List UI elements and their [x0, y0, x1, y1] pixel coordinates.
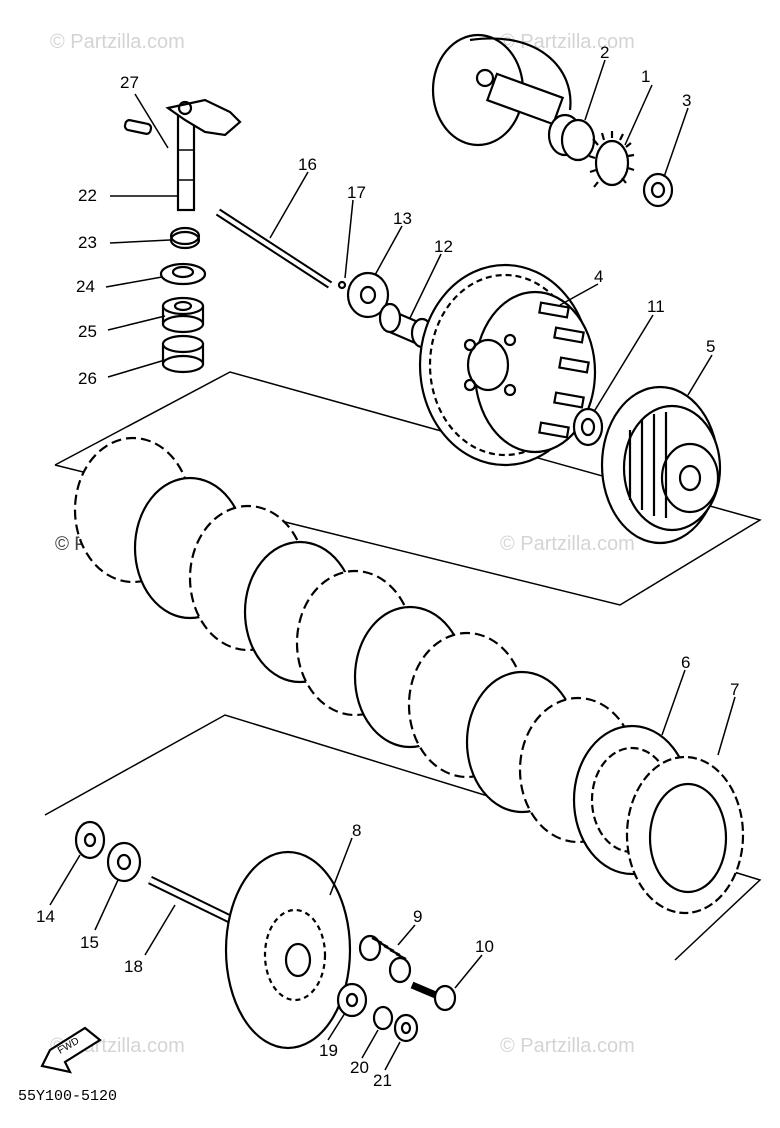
part-7-friction-plate [625, 755, 745, 915]
callout-6: 6 [681, 653, 690, 672]
callout-8: 8 [352, 821, 361, 840]
callout-19: 19 [319, 1041, 338, 1060]
callout-21: 21 [373, 1071, 392, 1090]
part-27-pin [123, 119, 153, 135]
part-code: 55Y100-5120 [18, 1088, 117, 1105]
part-24-oil-seal [159, 262, 207, 286]
part-26-needle-bearing [161, 334, 205, 374]
crankcase-shaft [431, 33, 572, 147]
part-20-washer [372, 1005, 394, 1031]
callout-10: 10 [475, 937, 494, 956]
callout-1: 1 [641, 67, 650, 86]
callout-11: 11 [647, 297, 665, 316]
part-14-washer [74, 820, 106, 860]
callout-25: 25 [78, 322, 97, 341]
watermark: © Partzilla.com [500, 1035, 635, 1057]
part-18-push-rod [148, 875, 234, 925]
callout-17: 17 [347, 183, 366, 202]
part-3-nut [642, 172, 674, 208]
callout-9: 9 [413, 907, 422, 926]
watermark: © Partzilla.com [500, 533, 635, 555]
leader-lines [49, 59, 736, 1071]
part-1-gear [588, 131, 635, 188]
callout-14: 14 [36, 907, 55, 926]
callout-4: 4 [594, 267, 603, 286]
callout-26: 26 [78, 369, 97, 388]
part-4-clutch-housing [418, 263, 597, 467]
part-23-spring [169, 226, 201, 250]
callout-5: 5 [706, 337, 715, 356]
part-5-clutch-boss [600, 385, 722, 545]
callout-20: 20 [350, 1058, 369, 1077]
part-22-push-lever [165, 98, 242, 212]
callout-13: 13 [393, 209, 412, 228]
callout-16: 16 [298, 155, 317, 174]
callout-2: 2 [600, 43, 609, 62]
callout-22: 22 [78, 186, 97, 205]
callout-15: 15 [80, 933, 99, 952]
callout-12: 12 [434, 237, 453, 256]
assembly-frame-upper [54, 371, 762, 606]
callout-7: 7 [730, 680, 739, 699]
part-21-nut [393, 1013, 419, 1043]
part-15-locknut [106, 841, 142, 883]
part-8-pressure-plate [224, 850, 352, 1050]
callout-27: 27 [120, 73, 139, 92]
part-10-bolt [410, 981, 457, 1012]
callout-18: 18 [124, 957, 143, 976]
part-2-collar [547, 113, 596, 162]
part-25-bearing [161, 296, 205, 334]
callout-3: 3 [682, 91, 691, 110]
part-9-clutch-spring [358, 934, 412, 984]
part-17-ball [337, 280, 347, 290]
part-11-thrust-washer [572, 407, 604, 447]
part-13-washer [346, 271, 390, 319]
callout-23: 23 [78, 233, 97, 252]
callout-24: 24 [76, 277, 95, 296]
watermark: © Partzilla.com [50, 31, 185, 53]
part-19-collar [336, 982, 368, 1018]
